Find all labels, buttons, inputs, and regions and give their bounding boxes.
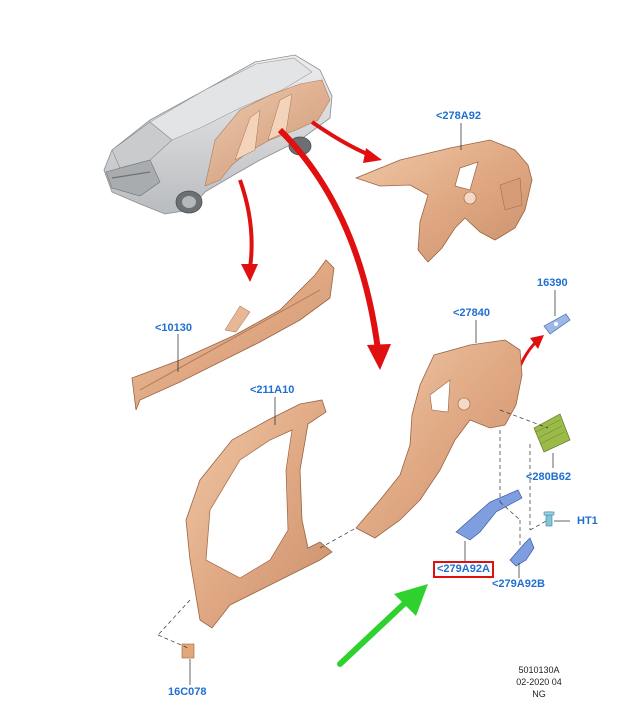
part-label-280b62[interactable]: <280B62 bbox=[526, 471, 571, 483]
part-label-279a92a[interactable]: <279A92A bbox=[433, 561, 494, 578]
fuel-door-bracket bbox=[543, 313, 571, 335]
clip-16c078 bbox=[181, 643, 195, 659]
quarter-panel-outer bbox=[354, 139, 533, 263]
clip-ht1 bbox=[543, 511, 555, 527]
part-label-16c078[interactable]: 16C078 bbox=[168, 686, 207, 698]
part-label-211a10[interactable]: <211A10 bbox=[250, 384, 295, 396]
body-side-panel bbox=[185, 399, 333, 629]
part-label-10130[interactable]: <10130 bbox=[155, 322, 193, 334]
callout-arrow-rocker-panel bbox=[238, 179, 258, 282]
vehicle-overview-illustration bbox=[103, 54, 333, 215]
bracket-279a92a bbox=[455, 489, 523, 541]
part-label-27840[interactable]: <27840 bbox=[453, 307, 491, 319]
quarter-panel-inner bbox=[355, 339, 523, 539]
part-label-ht1[interactable]: HT1 bbox=[577, 515, 598, 527]
illustration-number: 5010130A bbox=[518, 665, 560, 675]
part-label-278a92[interactable]: <278A92 bbox=[436, 110, 481, 122]
illustration-date: 02-2020 04 bbox=[516, 677, 562, 687]
illustration-region: NG bbox=[532, 689, 546, 699]
module-box bbox=[533, 413, 571, 453]
illustration-code: 5010130A 02-2020 04 NG bbox=[510, 664, 568, 700]
callout-arrow-body-side bbox=[277, 127, 391, 370]
pointer-arrow-green bbox=[337, 584, 428, 667]
rocker-panel bbox=[131, 259, 335, 411]
callout-arrow-quarter-panel bbox=[310, 120, 382, 163]
part-label-16390[interactable]: 16390 bbox=[537, 277, 568, 289]
part-label-279a92b[interactable]: <279A92B bbox=[492, 578, 545, 590]
assembly-dashed-lines bbox=[157, 409, 549, 649]
leader-lines bbox=[177, 123, 570, 685]
bracket-279a92b bbox=[509, 537, 535, 567]
